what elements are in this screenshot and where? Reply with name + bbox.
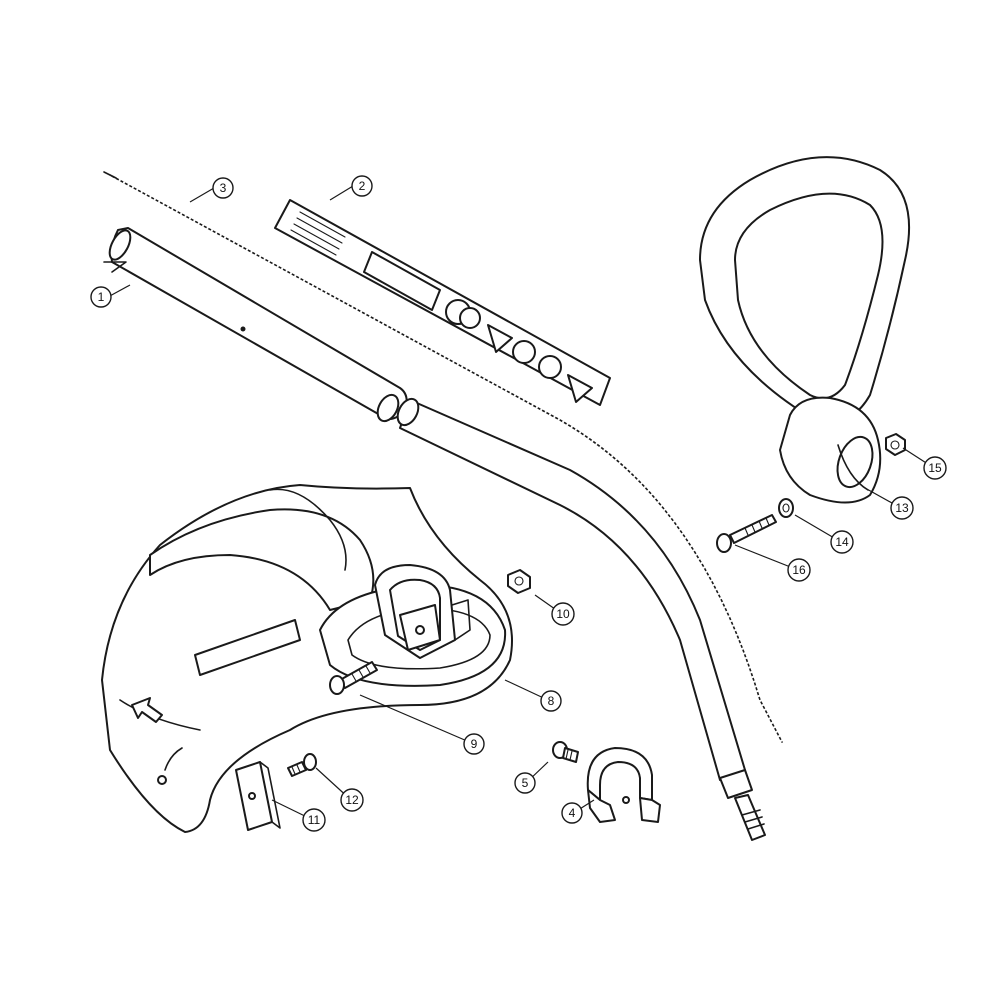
clip-plate-11 [235, 761, 281, 831]
drive-shaft [103, 171, 783, 743]
svg-text:13: 13 [895, 501, 909, 515]
screw-12 [287, 753, 317, 777]
callout-9: 9 [463, 733, 485, 755]
nut-15 [885, 433, 906, 456]
svg-text:5: 5 [522, 776, 529, 790]
svg-text:2: 2 [359, 179, 366, 193]
svg-text:12: 12 [345, 793, 359, 807]
leader-lines [107, 185, 935, 821]
callout-5: 5 [514, 772, 536, 794]
loop-handle [699, 156, 911, 504]
upper-tube [103, 227, 408, 423]
svg-text:1: 1 [98, 290, 105, 304]
callout-8: 8 [540, 690, 562, 712]
callout-14: 14 [830, 530, 854, 554]
tube-clamp-4 [586, 747, 661, 823]
callout-4: 4 [561, 802, 583, 824]
guard-mount-bracket [374, 564, 471, 659]
svg-text:3: 3 [220, 181, 227, 195]
screw-5 [552, 741, 579, 763]
callout-12: 12 [340, 788, 364, 812]
svg-text:10: 10 [556, 607, 570, 621]
svg-text:4: 4 [569, 806, 576, 820]
svg-text:14: 14 [835, 535, 849, 549]
callout-15: 15 [923, 456, 947, 480]
callout-13: 13 [890, 496, 914, 520]
svg-text:9: 9 [471, 737, 478, 751]
decal-label [274, 199, 611, 406]
washer-14 [778, 498, 794, 518]
callout-3: 3 [212, 177, 234, 199]
callout-16: 16 [787, 558, 811, 582]
lower-tube [396, 397, 766, 841]
nut-10 [507, 569, 531, 594]
svg-text:16: 16 [792, 563, 806, 577]
callout-1: 1 [90, 286, 112, 308]
callout-10: 10 [551, 602, 575, 626]
svg-text:8: 8 [548, 694, 555, 708]
screw-9 [329, 661, 378, 695]
bolt-16 [716, 514, 777, 553]
deflector-guard [101, 484, 513, 833]
callout-2: 2 [351, 175, 373, 197]
callout-11: 11 [302, 808, 326, 832]
svg-text:11: 11 [308, 813, 321, 827]
svg-text:15: 15 [928, 461, 942, 475]
